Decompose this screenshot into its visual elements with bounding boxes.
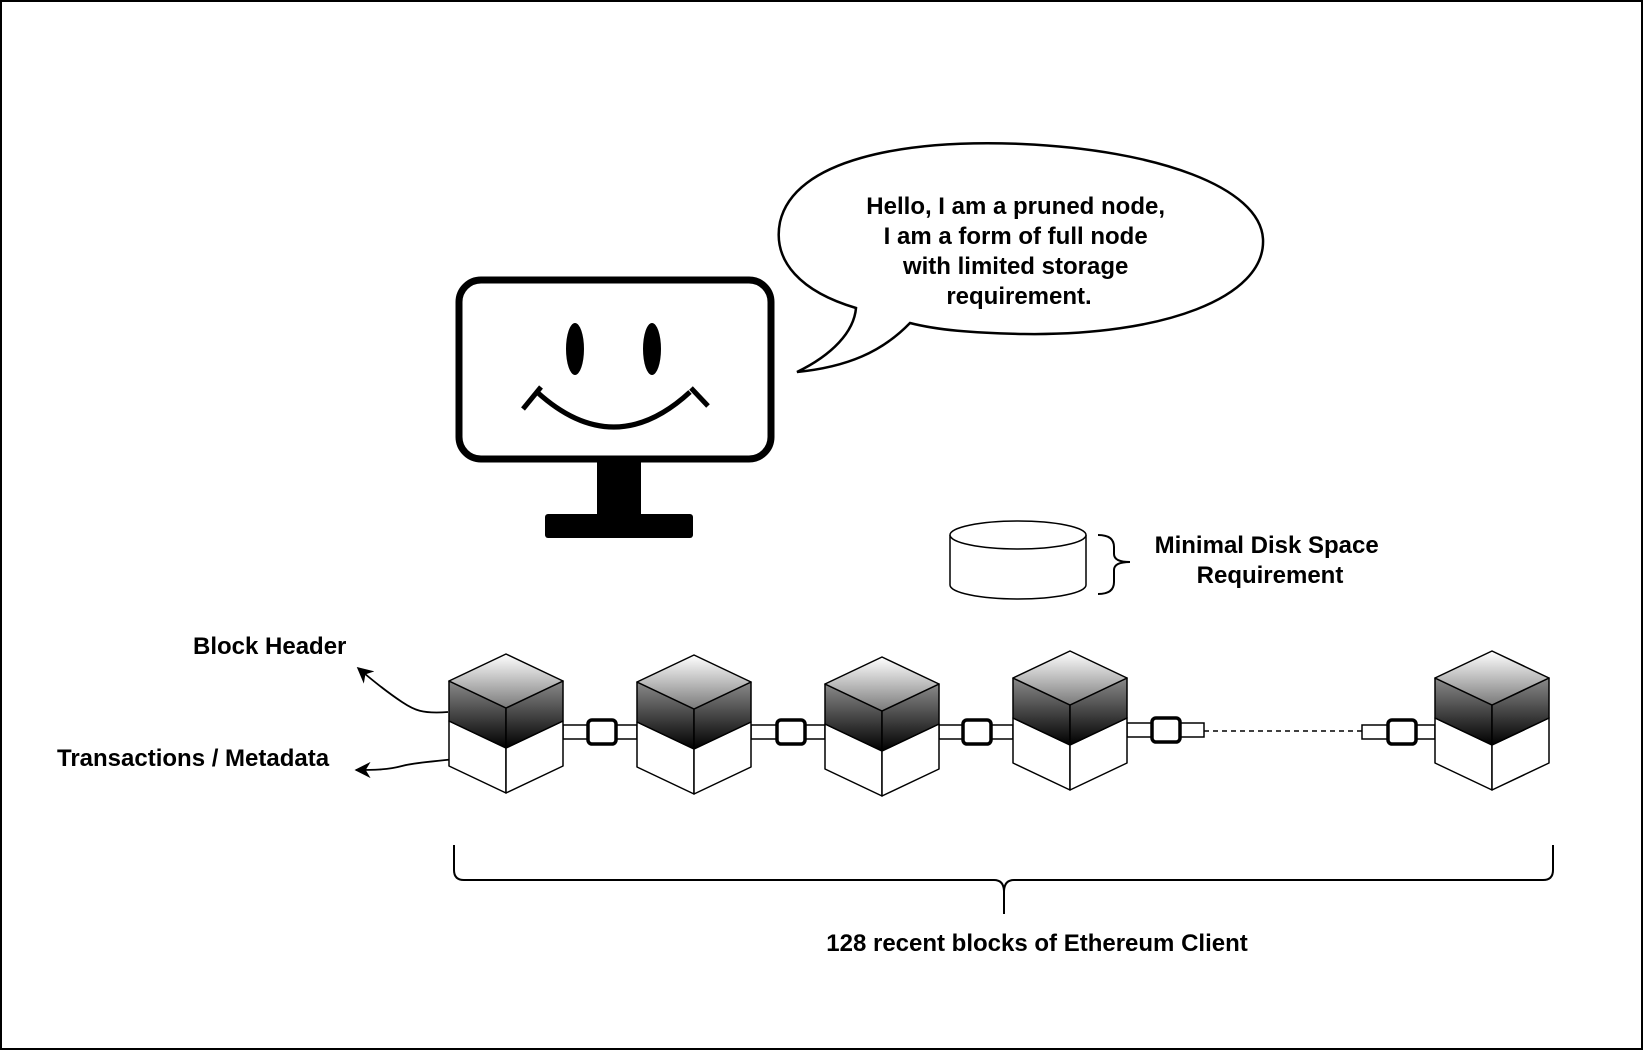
smile-icon: [535, 390, 692, 430]
transactions-metadata-label: Transactions / Metadata: [57, 745, 330, 772]
block-cube-icon: [1434, 650, 1550, 791]
left-eye-icon: [566, 323, 584, 375]
monitor-neck: [597, 460, 641, 517]
monitor-base: [545, 514, 693, 538]
block-header-top-face: [1012, 650, 1128, 706]
block-header-top-face: [1434, 650, 1550, 706]
speech-line-4: requirement.: [946, 283, 1091, 310]
blockchain-blocks: [448, 650, 1550, 797]
transactions-arrow: [354, 758, 455, 779]
speech-bubble-shape: [777, 142, 1265, 374]
disk-icon: [949, 520, 1087, 600]
block-cube-icon: [824, 656, 940, 797]
block-cube-icon: [448, 653, 564, 794]
chain-link-icon: [1150, 716, 1182, 744]
chain-link-icon: [961, 718, 993, 746]
speech-line-1: Hello, I am a pruned node,: [866, 193, 1165, 220]
block-header-label: Block Header: [193, 633, 346, 660]
block-cube-icon: [636, 654, 752, 795]
block-cube-icon: [1012, 650, 1128, 791]
block-header-top-face: [636, 654, 752, 710]
disk-label-line-2: Requirement: [1197, 562, 1344, 589]
chain-label: 128 recent blocks of Ethereum Client: [826, 930, 1247, 957]
svg-text:Hello, I am a pruned node,: Hello, I am a pruned node, I am a form o…: [866, 193, 1171, 310]
disk-label-line-1: Minimal Disk Space: [1155, 532, 1379, 559]
speech-bubble: Hello, I am a pruned node, I am a form o…: [777, 142, 1265, 374]
smile-left-dimple: [521, 385, 543, 411]
disk-top: [949, 520, 1087, 550]
chain-link-icon: [1386, 718, 1418, 746]
monitor-icon: [455, 276, 775, 538]
chain-links: [562, 716, 1436, 746]
speech-line-3: with limited storage: [902, 253, 1128, 280]
chain-link-icon: [775, 718, 807, 746]
chain-link-icon: [586, 718, 618, 746]
block-header-top-face: [448, 653, 564, 709]
speech-line-2: I am a form of full node: [884, 223, 1148, 250]
block-header-arrow: [356, 666, 449, 714]
monitor-screen: [455, 276, 775, 463]
disk-body: [949, 535, 1087, 600]
disk-curly-brace: [1097, 534, 1131, 595]
svg-text:Minimal Disk Space Require: Minimal Disk Space Requirement: [1155, 532, 1386, 589]
right-eye-icon: [643, 323, 661, 375]
chain-curly-brace: [453, 845, 1554, 914]
block-header-top-face: [824, 656, 940, 712]
smile-right-dimple: [689, 386, 710, 408]
